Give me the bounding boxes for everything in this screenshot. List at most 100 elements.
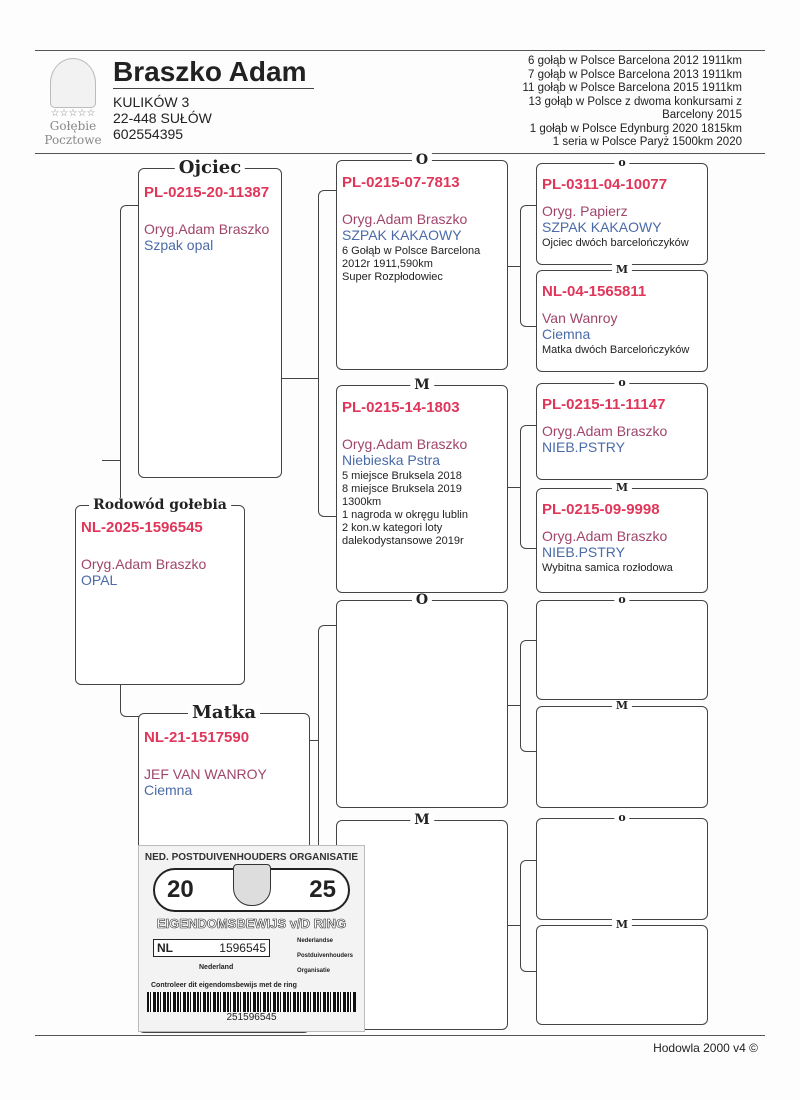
connector [508,266,520,267]
divider [35,153,765,154]
logo-text: Gołębie [49,119,97,133]
owner: Oryg.Adam Braszko [342,436,468,452]
card-number: 1596545 [219,941,266,955]
card-country: NL [157,941,173,955]
ring-number: NL-04-1565811 [542,283,647,300]
box-label: M [611,482,633,493]
owner: Oryg.Adam Braszko [342,211,468,227]
card-nl: Nederland [199,964,234,971]
box-label: M [611,264,633,275]
achievement-line: 7 gołąb w Polsce Barcelona 2013 1911km [528,68,742,81]
color-breed: Niebieska Pstra [342,452,441,468]
card-org: NED. POSTDUIVENHOUDERS ORGANISATIE [144,852,359,863]
ring-number: NL-21-1517590 [144,729,250,746]
ring-number: PL-0215-20-11387 [144,184,270,201]
achievement-line: Barcelony 2015 [662,109,742,121]
ring-number: PL-0311-04-10077 [542,176,668,193]
achievement-line: 6 gołąb w Polsce Barcelona 2012 1911km [528,55,742,67]
color-breed: SZPAK KAKAOWY [542,219,662,235]
color-breed: Ciemna [542,326,591,342]
owner: Oryg.Adam Braszko [542,528,668,544]
box-label: M [611,700,633,711]
pedigree-box-mf: O [336,593,508,808]
color-breed: SZPAK KAKAOWY [342,227,462,243]
box-label: M [410,378,434,392]
connector [318,190,337,517]
npo-p: Postduivenhouders [297,953,354,959]
box-label: Matka [187,704,261,722]
connector [520,640,537,752]
notes: 6 Gołąb w Polsce Barcelona 2012r 1911,59… [342,245,481,283]
coat-of-arms-icon [233,864,271,906]
connector [520,425,537,549]
box-label: O [411,593,433,607]
pedigree-box-mff: o [536,594,708,700]
card-check-text: Controleer dit eigendomsbewijs met de ri… [151,982,297,989]
phone: 602554395 [113,126,184,142]
logo-text: Pocztowe [44,133,102,147]
color-breed: NIEB.PSTRY [542,544,625,560]
address-line: 22-448 SUŁÓW [113,110,212,126]
logo-stars: ☆☆☆☆☆ [50,108,96,119]
pedigree-box-mmf: o [536,812,708,920]
owner: Van Wanroy [542,310,618,326]
achievement-line: 11 gołąb w Polsce Barcelona 2015 1911km [522,82,743,94]
connector [318,625,337,852]
connector [102,460,120,461]
owner: Oryg.Adam Braszko [81,556,207,572]
logo: ☆☆☆☆☆ Gołębie Pocztowe [38,58,108,147]
pedigree-box-mfm: M [536,700,708,808]
connector [508,487,520,488]
card-title: EIGENDOMSBEWIJS v/D RING [156,916,347,932]
barcode [147,992,356,1012]
color-breed: OPAL [81,572,118,588]
divider [35,1035,765,1036]
ownership-card: NED. POSTDUIVENHOUDERS ORGANISATIE 20 25… [138,845,365,1032]
connector [310,740,318,741]
connector [508,705,520,706]
npo-o: Organisatie [297,968,331,974]
connector [282,378,318,379]
breeder-name: Braszko Adam [113,56,315,89]
achievement-line: 13 gołąb w Polsce z dwoma konkursami z [528,95,743,108]
connector [520,205,537,327]
box-label: Ojciec [174,159,246,177]
ring-number: PL-0215-09-9998 [542,501,660,518]
notes: 5 miejsce Bruksela 2018 8 miejsce Brukse… [342,470,468,547]
ring-number: PL-0215-07-7813 [342,174,460,191]
address-line: KULIKÓW 3 [113,94,190,110]
box-label: o [614,594,630,605]
ring-number: PL-0215-11-11147 [542,396,666,413]
owner: Oryg.Adam Braszko [144,221,270,237]
owner: JEF VAN WANROY [144,766,267,782]
owner: Oryg.Adam Braszko [542,423,668,439]
box-label: O [411,153,433,167]
connector [120,205,139,717]
npo-n: Nederlandse [297,938,334,944]
achievement-line: 1 gołąb w Polsce Edynburg 2020 1815km [529,122,742,135]
ring-number: NL-2025-1596545 [81,519,203,536]
connector [520,860,537,972]
card-year: 20 [167,876,194,903]
box-label: M [410,813,434,827]
box-label: o [614,812,630,823]
connector [508,925,520,926]
divider [35,50,765,51]
card-year: 25 [309,876,336,903]
owner: Oryg. Papierz [542,203,628,219]
footer-text: Hodowla 2000 v4 © [653,1041,758,1055]
achievement-line: 1 seria w Polsce Paryż 1500km 2020 [552,136,742,148]
color-breed: NIEB.PSTRY [542,439,625,455]
notes: Wybitna samica rozłodowa [542,562,673,574]
color-breed: Szpak opal [144,237,214,253]
box-label: M [611,919,633,930]
